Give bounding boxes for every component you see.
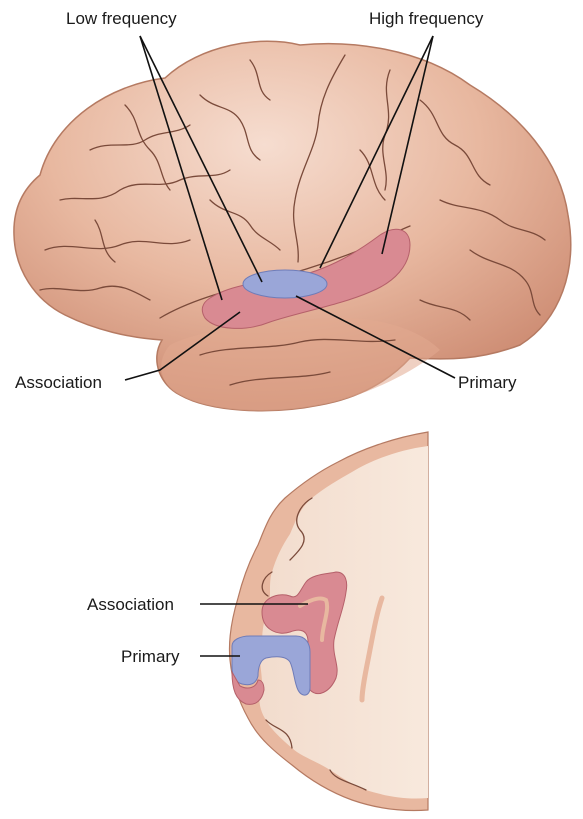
association-label-top: Association — [15, 373, 102, 392]
primary-label-bottom: Primary — [121, 647, 180, 666]
association-label-bottom: Association — [87, 595, 174, 614]
brain-lateral-view — [14, 41, 571, 410]
high-frequency-label: High frequency — [369, 9, 484, 28]
primary-label-top: Primary — [458, 373, 517, 392]
low-frequency-label: Low frequency — [66, 9, 177, 28]
primary-cortex-lateral — [243, 270, 327, 298]
brain-coronal-section — [229, 432, 428, 811]
